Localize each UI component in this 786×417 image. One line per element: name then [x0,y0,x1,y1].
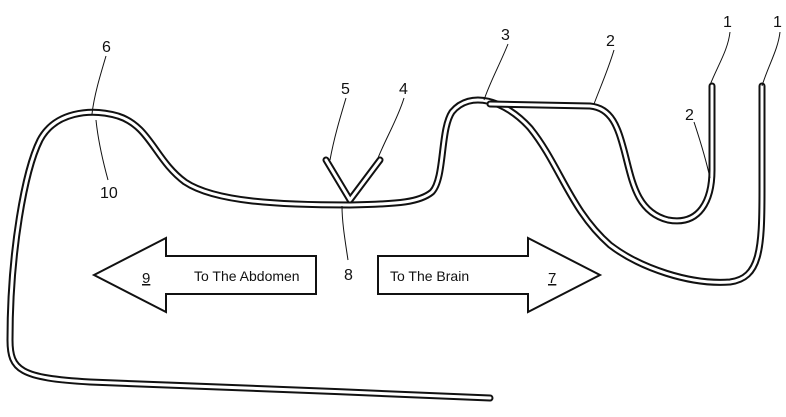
reference-numerals: 1 1 2 2 3 4 5 6 8 10 [100,14,782,284]
y-junction [322,156,384,204]
ref-6: 6 [102,39,111,56]
branch-tube [486,82,716,225]
leader-lines [91,31,781,261]
ref-1-left: 1 [723,14,732,31]
ref-3: 3 [501,27,510,44]
arrow-left-label: To The Abdomen [194,268,300,284]
arrow-to-brain: To The Brain 7 [377,236,603,314]
ref-5: 5 [341,81,350,98]
arrow-left-ref: 9 [142,270,150,287]
arrow-right-label: To The Brain [390,268,469,284]
ref-10: 10 [100,185,118,202]
ref-2-top: 2 [606,33,615,50]
arrow-to-abdomen: 9 To The Abdomen [91,236,317,314]
ref-1-right: 1 [773,14,782,31]
ref-2-side: 2 [685,107,694,124]
ref-4: 4 [399,81,408,98]
arrow-right-ref: 7 [548,270,556,287]
ref-8: 8 [344,267,353,284]
main-tube [6,82,766,402]
